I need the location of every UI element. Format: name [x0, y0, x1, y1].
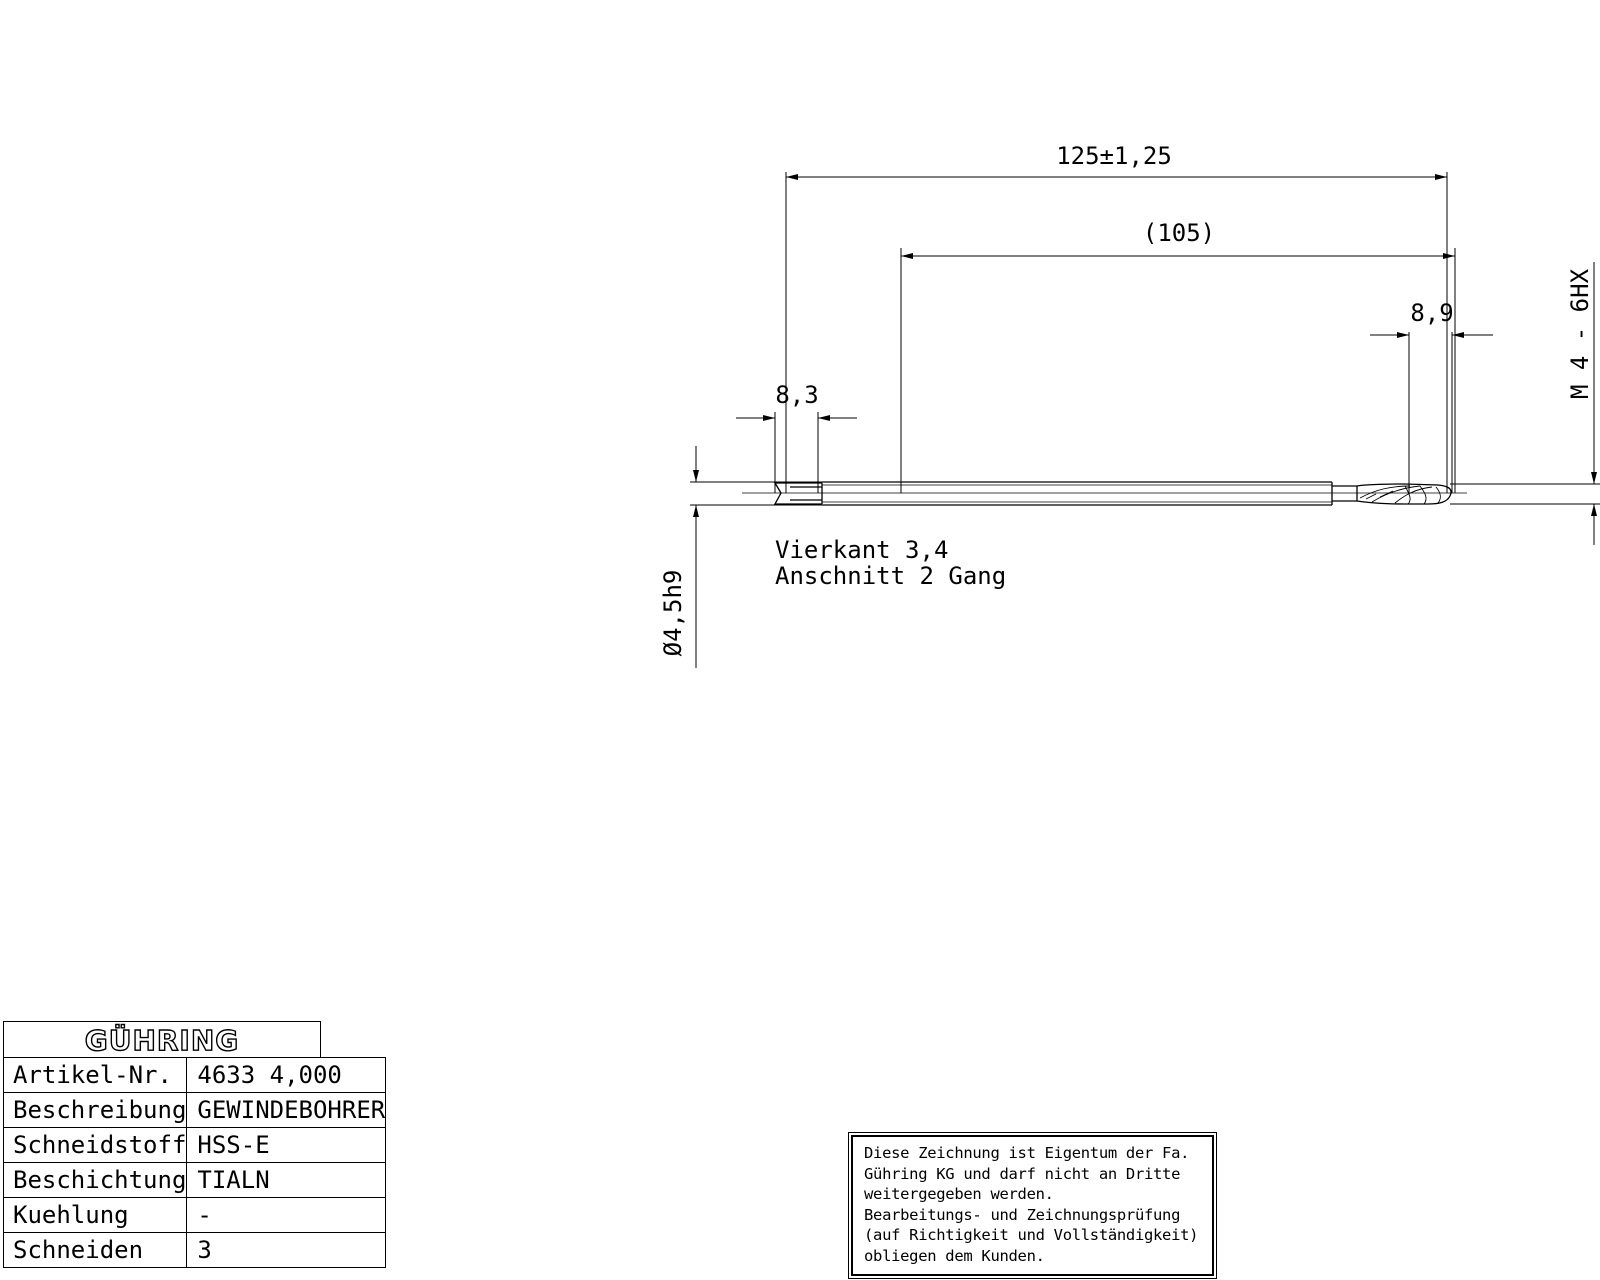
title-block-table: Artikel-Nr. 4633 4,000 Beschreibung GEWI… — [2, 1057, 387, 1268]
disclaimer-line: Diese Zeichnung ist Eigentum der Fa. — [864, 1144, 1190, 1162]
row-value: GEWINDEBOHRER — [186, 1092, 387, 1128]
dim-thread-designation: M 4 - 6HX — [1566, 268, 1594, 399]
row-label: Kuehlung — [2, 1197, 188, 1233]
brand-logo: GÜHRING — [3, 1021, 321, 1058]
disclaimer-line: Bearbeitungs- und Zeichnungsprüfung — [864, 1205, 1181, 1224]
row-label: Beschichtung — [2, 1162, 188, 1198]
row-value: HSS-E — [186, 1127, 387, 1163]
row-value: 4633 4,000 — [186, 1057, 387, 1093]
disclaimer-box: Diese Zeichnung ist Eigentum der Fa. Güh… — [848, 1132, 1217, 1279]
dim-square-length: 8,3 — [775, 381, 818, 409]
table-row: Schneidstoff HSS-E — [2, 1127, 387, 1163]
row-label: Schneiden — [2, 1232, 188, 1268]
disclaimer-line: obliegen dem Kunden. — [864, 1246, 1045, 1265]
row-label: Artikel-Nr. — [2, 1057, 188, 1093]
disclaimer-line: (auf Richtigkeit und Vollständigkeit) — [864, 1226, 1199, 1244]
dim-shank-diameter: Ø4,5h9 — [659, 570, 687, 657]
table-row: Beschichtung TIALN — [2, 1162, 387, 1198]
row-label: Beschreibung — [2, 1092, 188, 1128]
disclaimer-text: Diese Zeichnung ist Eigentum der Fa. Güh… — [851, 1135, 1214, 1276]
dimension-lines — [690, 172, 1600, 668]
dim-thread-length: 8,9 — [1410, 299, 1453, 327]
brand-name: GÜHRING — [85, 1023, 240, 1057]
table-row: Beschreibung GEWINDEBOHRER — [2, 1092, 387, 1128]
note-square: Vierkant 3,4 — [775, 536, 948, 564]
row-value: - — [186, 1197, 387, 1233]
row-value: TIALN — [186, 1162, 387, 1198]
note-chamfer: Anschnitt 2 Gang — [775, 562, 1006, 590]
row-label: Schneidstoff — [2, 1127, 188, 1163]
dim-overall-length: 125±1,25 — [1056, 142, 1172, 170]
disclaimer-line: Gühring KG und darf nicht an Dritte — [864, 1164, 1181, 1183]
table-row: Kuehlung - — [2, 1197, 387, 1233]
dim-reference-length: (105) — [1143, 219, 1215, 247]
disclaimer-line: weitergegeben werden. — [864, 1185, 1054, 1203]
tap-outline — [742, 481, 1467, 506]
row-value: 3 — [186, 1232, 387, 1268]
table-row: Schneiden 3 — [2, 1232, 387, 1268]
table-row: Artikel-Nr. 4633 4,000 — [2, 1057, 387, 1093]
